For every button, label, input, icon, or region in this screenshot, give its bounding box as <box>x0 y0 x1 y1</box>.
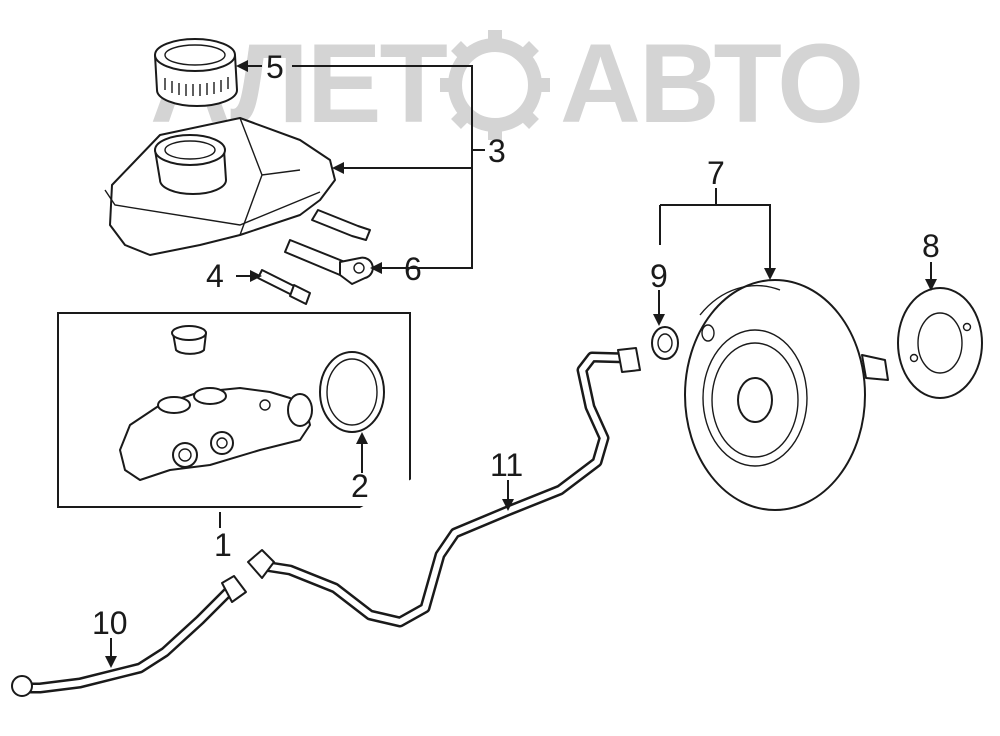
retaining-pin <box>257 269 311 305</box>
callout-8: 8 <box>922 228 940 264</box>
arrowheads <box>105 60 937 668</box>
watermark-right-text: АВТО <box>560 21 862 146</box>
watermark-logo-gear <box>440 30 550 140</box>
callout-5: 5 <box>266 49 284 85</box>
master-cylinder <box>119 387 313 481</box>
reservoir-cap <box>154 38 238 107</box>
vacuum-hose <box>247 347 641 628</box>
callout-10: 10 <box>92 605 128 641</box>
callout-9: 9 <box>650 258 668 294</box>
master-cylinder-box <box>57 312 411 508</box>
reservoir-hose <box>284 239 374 285</box>
booster-gasket <box>897 287 983 399</box>
watermark: АЛЕТ АВТО <box>150 21 864 146</box>
callouts: 1 2 3 4 5 6 7 8 9 10 11 <box>92 49 940 641</box>
callout-2: 2 <box>351 468 369 504</box>
brake-fluid-reservoir <box>104 117 371 256</box>
callout-7: 7 <box>707 155 725 191</box>
callout-3: 3 <box>488 133 506 169</box>
callout-6: 6 <box>404 251 422 287</box>
brake-hose <box>11 575 247 697</box>
callout-1: 1 <box>214 527 232 563</box>
brake-booster <box>684 279 889 511</box>
callout-11: 11 <box>490 447 523 483</box>
check-valve-grommet <box>651 326 679 360</box>
callout-4: 4 <box>206 258 224 294</box>
o-ring-seal <box>319 351 385 433</box>
reservoir-grommet <box>171 325 207 355</box>
